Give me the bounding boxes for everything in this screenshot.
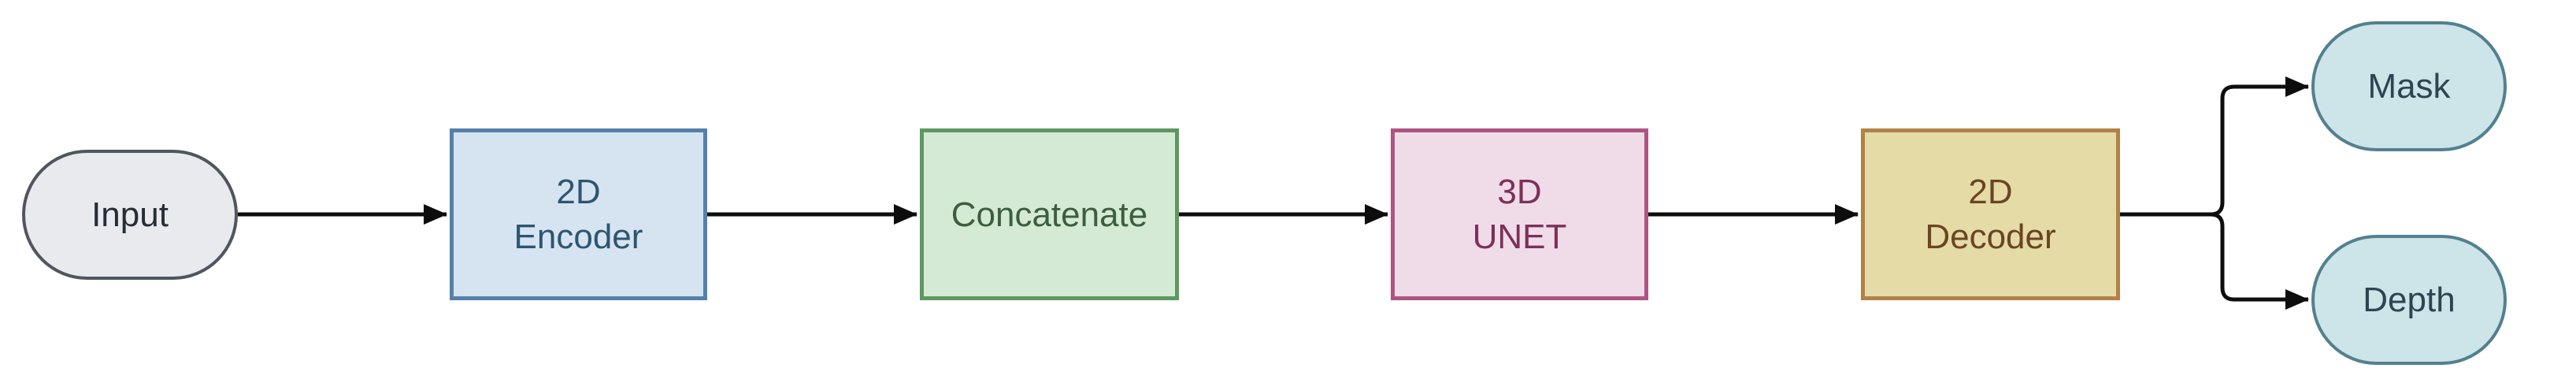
node-input: Input	[22, 150, 238, 280]
node-2d-encoder: 2D Encoder	[450, 128, 707, 300]
node-input-label: Input	[91, 195, 169, 234]
node-mask-label: Mask	[2367, 67, 2451, 106]
node-2d-encoder-label-line2: Encoder	[513, 218, 643, 256]
node-depth: Depth	[2311, 235, 2507, 365]
arrow-decoder-to-mask	[2120, 76, 2309, 217]
node-2d-decoder-label-line2: Decoder	[1925, 218, 2056, 256]
node-depth-label: Depth	[2363, 281, 2456, 319]
arrow-decoder-to-depth	[2120, 212, 2309, 310]
node-2d-decoder: 2D Decoder	[1861, 128, 2120, 300]
node-2d-decoder-label-line1: 2D	[1968, 173, 2013, 211]
node-concatenate-label: Concatenate	[951, 195, 1148, 234]
node-3d-unet-label-line1: 3D	[1497, 173, 1542, 211]
node-2d-encoder-label-line1: 2D	[556, 173, 601, 211]
node-mask: Mask	[2311, 21, 2507, 151]
node-3d-unet: 3D UNET	[1391, 128, 1648, 300]
node-concatenate: Concatenate	[920, 128, 1179, 300]
node-3d-unet-label-line2: UNET	[1472, 218, 1567, 256]
